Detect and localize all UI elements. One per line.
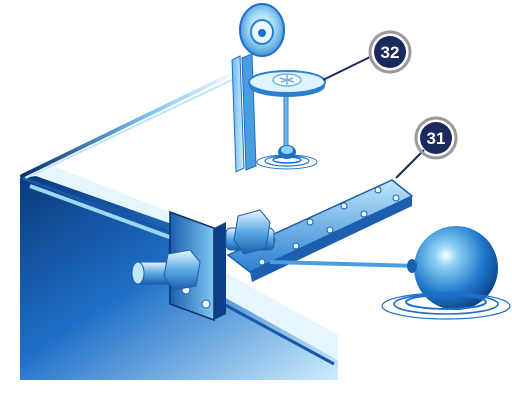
callout-31-badge: 31 [416,118,456,158]
upper-valve-assembly [232,4,372,172]
pulley-wheel-icon [240,4,284,56]
main-valve-assembly [132,150,510,320]
callout-31-label: 31 [427,129,446,148]
callout-32-label: 32 [381,43,400,62]
water-ripple-icon [257,155,317,169]
callout-32-badge: 32 [370,32,410,72]
float-valve-icon [249,71,325,97]
